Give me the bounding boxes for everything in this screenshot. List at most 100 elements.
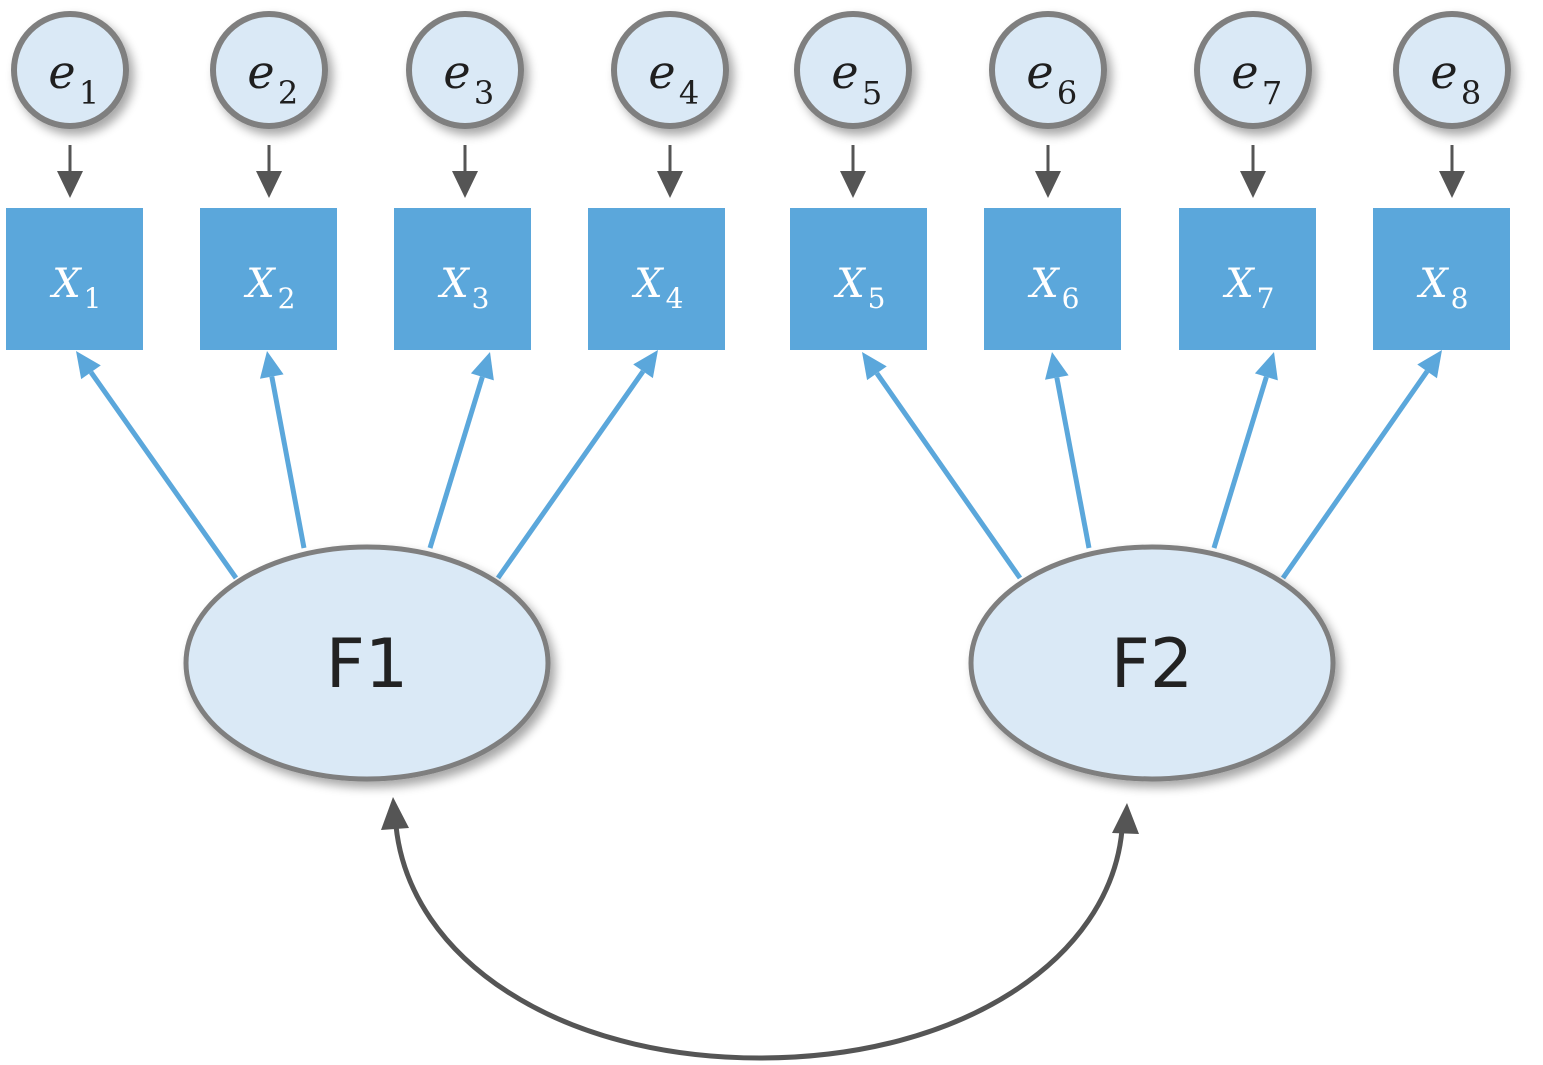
loading-arrowhead-x1 [76,351,101,380]
error-label: e [1430,45,1457,99]
observed-subscript: 4 [666,282,684,315]
observed-box [790,208,927,350]
observed-subscript: 6 [1062,282,1080,315]
loading-arrow-f1-x3 [427,376,485,549]
observed-subscript: 2 [278,282,296,315]
observed-label: X [243,261,276,307]
error-label: e [48,45,75,99]
factor-f2[interactable]: F2 [968,544,1336,782]
observed-label: X [437,261,470,307]
error-subscript: 5 [862,74,882,112]
error-arrowhead-e1 [57,171,83,198]
covariance-arrowhead-f1 [381,797,409,830]
observed-box [394,208,531,350]
error-arrows-group [57,145,1465,198]
observed-subscript: 8 [1451,282,1469,315]
error-subscript: 7 [1262,74,1282,112]
loading-arrowhead-x6 [1045,352,1069,380]
factor-label: F1 [326,625,408,704]
error-circle [989,11,1107,129]
observed-subscript: 7 [1257,282,1275,315]
error-subscript: 6 [1057,74,1077,112]
error-circle [11,11,129,129]
observed-label: X [1027,261,1060,307]
factor-f1[interactable]: F1 [183,544,551,782]
covariance-group [381,797,1139,1061]
error-subscript: 4 [679,74,699,112]
error-subscript: 2 [278,74,298,112]
observed-subscript: 3 [472,282,490,315]
error-circle [794,11,912,129]
observed-box [588,208,725,350]
loading-arrow-f1-x4 [495,369,646,580]
error-circle [1393,11,1511,129]
observed-label: X [1222,261,1255,307]
error-label: e [443,45,470,99]
covariance-arrowhead-f2 [1112,803,1139,834]
error-label: e [831,45,858,99]
error-subscript: 1 [79,74,99,112]
error-arrowhead-e6 [1035,171,1061,198]
error-circle [611,11,729,129]
observed-label: X [631,261,664,307]
loadings-group [76,350,1442,580]
factor-label: F2 [1111,625,1193,704]
error-label: e [247,45,274,99]
loading-arrow-f1-x2 [269,376,307,549]
error-circle [1194,11,1312,129]
observed-label: X [1416,261,1449,307]
error-arrowhead-e4 [657,171,683,198]
observed-box [984,208,1121,350]
error-arrowhead-e5 [840,171,866,198]
observed-box [1373,208,1510,350]
error-circle [406,11,524,129]
loading-arrowhead-x5 [862,352,887,381]
error-label: e [1231,45,1258,99]
factor-ellipse [968,544,1336,782]
error-arrowhead-e2 [256,171,282,198]
observed-subscript: 5 [868,282,886,315]
error-arrowhead-e8 [1439,171,1465,198]
loading-arrow-f2-x5 [874,371,1023,580]
loading-arrow-f2-x7 [1211,376,1269,549]
factors-group: F1 F2 [183,544,1336,782]
error-circle [210,11,328,129]
error-label: e [1026,45,1053,99]
observed-label: X [833,261,866,307]
loading-arrow-f2-x8 [1280,369,1430,580]
loading-arrowhead-x7 [1254,352,1278,381]
observed-box [6,208,143,350]
loading-arrowhead-x2 [260,351,284,379]
covariance-arc [393,825,1125,1061]
loading-arrowhead-x8 [1417,350,1442,379]
observed-subscript: 1 [84,282,102,315]
observed-box [200,208,337,350]
error-subscript: 3 [474,74,494,112]
loading-arrow-f1-x1 [88,370,239,580]
factor-ellipse [183,544,551,782]
observed-box [1179,208,1316,350]
error-arrowhead-e3 [452,171,478,198]
loading-arrowhead-x3 [470,352,494,381]
error-subscript: 8 [1461,74,1481,112]
error-label: e [648,45,675,99]
